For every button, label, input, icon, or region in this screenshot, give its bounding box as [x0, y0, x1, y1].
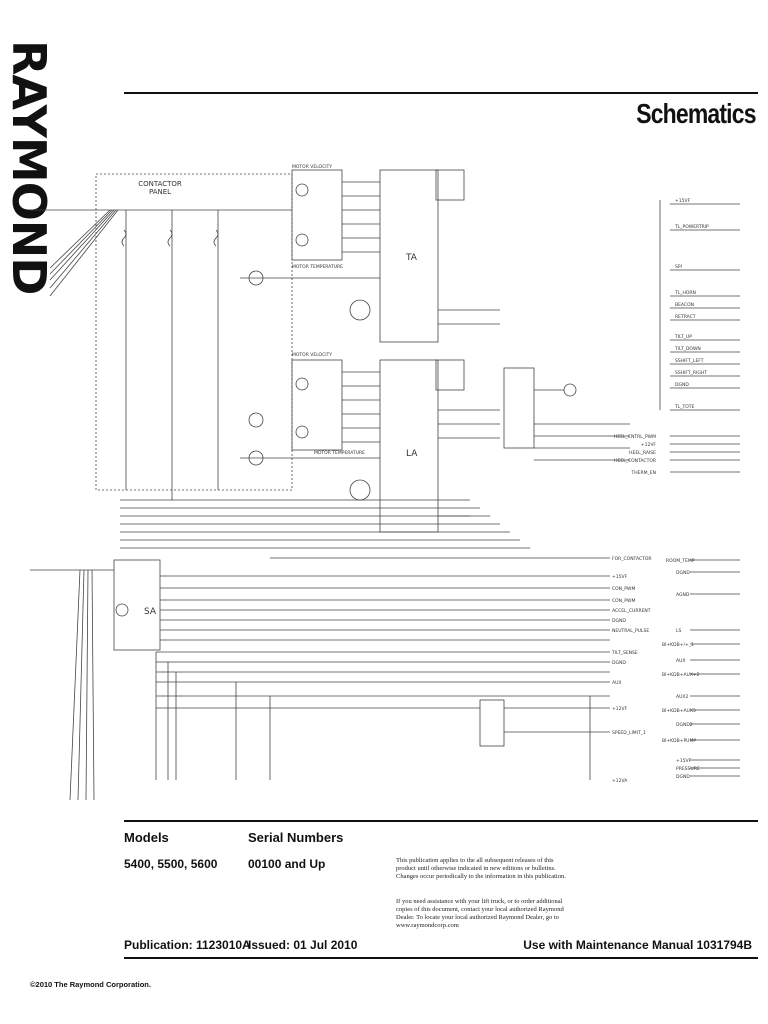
lower-right-signal: DGND [676, 570, 690, 576]
motor-temp-label-ta: MOTOR TEMPERATURE [292, 264, 343, 270]
lower-mid-signal: NEUTRAL_PULSE [612, 628, 649, 634]
lower-right-signal: BI+KDB+/+_1 [662, 642, 694, 648]
lower-mid-signal: CON_PWM [612, 586, 635, 592]
applicability-note: This publication applies to the all subs… [396, 857, 566, 880]
ta-box [379, 169, 439, 343]
lower-mid-signal: SPEED_LIMIT_1 [612, 730, 646, 736]
right-signal: BEACON [675, 302, 694, 308]
motor-velocity-label-ta: MOTOR VELOCITY [292, 164, 332, 170]
la-box [379, 359, 439, 533]
right-signal: DGND [675, 382, 689, 388]
la-label: LA [406, 449, 418, 459]
lower-mid-signal: AUX [612, 680, 621, 686]
right-signal: TL_POWERTRIP [674, 224, 709, 230]
lower-mid-signal: ACCEL_CURRENT [612, 608, 651, 614]
top-rule [124, 92, 758, 94]
lower-right-signal: ROOM_TEMP [666, 558, 695, 564]
right-signal: TILT_UP [674, 334, 692, 340]
lower-mid-signal: +12VF [612, 706, 628, 712]
contactor-panel-box [95, 173, 293, 491]
mid-signal: HEEL_CNTRL_PWM [614, 434, 656, 440]
lower-right-signal: DGND [676, 774, 690, 780]
lower-right-signal: PRESSURE [676, 766, 700, 772]
issued-date: Issued: 01 Jul 2010 [248, 938, 358, 952]
models-heading: Models [124, 830, 169, 845]
footer-bottom-rule [124, 957, 758, 959]
lower-right-signal: LS [676, 628, 682, 634]
lower-mid-signal: DGND [612, 660, 626, 666]
assistance-note: If you need assistance with your lift tr… [396, 898, 564, 929]
mid-signal: THERM_EN [631, 470, 656, 476]
mid-signal: HEEL_RAISE [629, 450, 656, 456]
lower-right-signal: +15VF [676, 758, 692, 764]
lower-mid-signal: DGND [612, 618, 626, 624]
lower-right-signal: BI+KDB+AUX+2 [662, 672, 700, 678]
footer-top-rule [124, 820, 758, 822]
models-value: 5400, 5500, 5600 [124, 857, 218, 871]
motor-temp-label-la: MOTOR TEMPERATURE [314, 450, 365, 456]
lower-right-signal: BI+KDB+AUX3 [662, 708, 696, 714]
ta-label: TA [405, 253, 418, 263]
right-signal: +15VF [675, 198, 691, 204]
maintenance-manual-reference: Use with Maintenance Manual 1031794B [523, 938, 752, 952]
serial-numbers-heading: Serial Numbers [248, 830, 344, 845]
lower-right-signal: BI+KDB+PUMP [662, 738, 696, 744]
lower-mid-signal: TILT_SENSE [611, 650, 638, 656]
sa-box [113, 559, 161, 651]
right-signal: TL_TOTE [674, 404, 695, 410]
right-signal: TILT_DOWN [674, 346, 701, 352]
right-signal: RETRACT [675, 314, 696, 320]
serial-numbers-value: 00100 and Up [248, 857, 326, 871]
mid-signal: +12VF [641, 442, 657, 448]
lower-mid-signal: +12VA [612, 778, 628, 784]
page-title: Schematics [636, 98, 757, 129]
lower-right-signal: DGND2 [676, 722, 693, 728]
right-signal: SPI [675, 264, 682, 270]
lower-right-signal: AUX [676, 658, 685, 664]
right-signal: SSHIFT_RIGHT [675, 370, 707, 376]
motor-velocity-label-la: MOTOR VELOCITY [292, 352, 332, 358]
right-signal: TL_HORN [674, 290, 696, 296]
lower-right-signal: AGND [676, 592, 690, 598]
mid-signal: HEEL_CONTACTOR [614, 458, 656, 464]
sa-label: SA [144, 607, 157, 617]
publication-number: Publication: 1123010A [124, 938, 251, 952]
lower-mid-signal: CON_PWM [612, 598, 635, 604]
lower-mid-signal: FOR_CONTACTOR [612, 556, 652, 562]
right-signal: SSHIFT_LEFT [675, 358, 704, 364]
lower-mid-signal: +15VF [612, 574, 628, 580]
copyright: ©2010 The Raymond Corporation. [30, 980, 151, 989]
lower-right-signal: AUX2 [676, 694, 688, 700]
